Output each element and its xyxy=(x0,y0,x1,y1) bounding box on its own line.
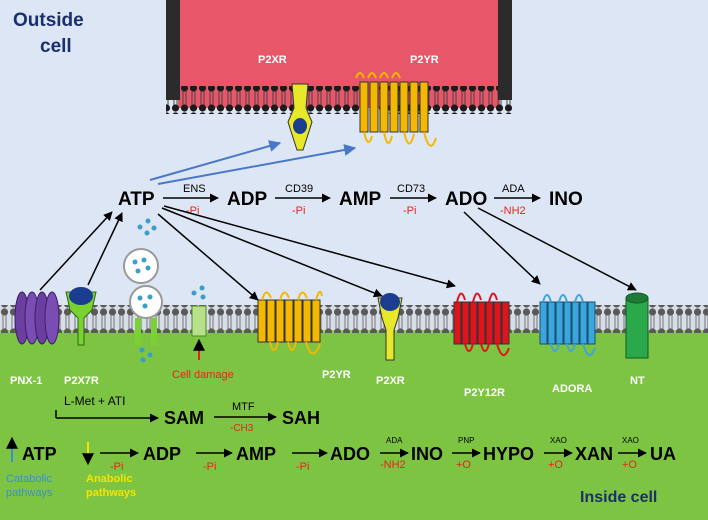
ext-adp: ADP xyxy=(227,189,267,210)
int-ado: ADO xyxy=(330,444,370,464)
anabolic-label: Anabolic xyxy=(86,473,132,485)
int-pnp: PNP xyxy=(458,436,474,445)
int-pi2: -Pi xyxy=(203,461,216,473)
int-ino: INO xyxy=(411,444,443,464)
int-adp: ADP xyxy=(143,444,181,464)
int-xan: XAN xyxy=(575,444,613,464)
catabolic-label-2: pathways xyxy=(6,487,53,499)
top-cell xyxy=(166,0,512,114)
p2yr-label: P2YR xyxy=(322,369,351,381)
p2y12r-label: P2Y12R xyxy=(464,387,505,399)
p2xr-membrane-receptor xyxy=(377,293,403,361)
int-pi3: -Pi xyxy=(296,461,309,473)
nt-label: NT xyxy=(630,375,645,387)
pnx-1-channel xyxy=(14,291,60,345)
inside-cell-label: Inside cell xyxy=(580,489,657,506)
ada-nh2: -NH2 xyxy=(500,205,526,217)
ext-atp: ATP xyxy=(118,189,155,210)
cd73-pi: -Pi xyxy=(403,205,416,217)
top-p2xr-label: P2XR xyxy=(258,54,287,66)
int-ua: UA xyxy=(650,444,676,464)
int-xao1: XAO xyxy=(550,436,567,445)
adora-receptor xyxy=(539,294,596,356)
int-hypo: HYPO xyxy=(483,444,534,464)
top-p2xr-receptor xyxy=(287,83,313,151)
int-o1: +O xyxy=(456,459,471,471)
outside-cell-label-2: cell xyxy=(40,36,72,57)
int-ada: ADA xyxy=(386,436,403,445)
p2yr-membrane-receptor xyxy=(257,290,323,355)
ens-label: ENS xyxy=(183,183,206,195)
ext-ino: INO xyxy=(549,189,583,210)
cd73-label: CD73 xyxy=(397,183,425,195)
p2x7r-label: P2X7R xyxy=(64,375,99,387)
nt-transporter xyxy=(625,292,649,359)
arrow-atp-p2xr xyxy=(149,140,282,181)
lmet-label: L-Met + ATI xyxy=(64,394,125,408)
p2y12r-receptor xyxy=(453,292,510,356)
p2xr-label: P2XR xyxy=(376,375,405,387)
int-atp: ATP xyxy=(22,444,57,464)
mtf-label: MTF xyxy=(232,401,255,413)
int-nh2: -NH2 xyxy=(380,459,406,471)
catabolic-label: Catabolic xyxy=(6,473,52,485)
int-sah: SAH xyxy=(282,408,320,428)
ext-ado: ADO xyxy=(445,189,487,210)
arrow-atp-p2yr xyxy=(157,144,357,185)
int-pi1: -Pi xyxy=(110,461,123,473)
ext-amp: AMP xyxy=(339,189,382,210)
top-p2yr-receptor xyxy=(355,72,437,147)
cd39-label: CD39 xyxy=(285,183,313,195)
mtf-ch3: -CH3 xyxy=(230,423,254,434)
int-sam: SAM xyxy=(164,408,204,428)
atp-vesicles xyxy=(123,218,206,363)
int-xao2: XAO xyxy=(622,436,639,445)
p2x7r-receptor xyxy=(65,287,97,346)
ens-pi: -Pi xyxy=(186,205,199,217)
top-p2yr-label: P2YR xyxy=(410,54,439,66)
anabolic-label-2: pathways xyxy=(86,487,136,499)
outside-cell-label: Outside xyxy=(13,10,84,31)
int-o3: +O xyxy=(622,459,637,471)
cell-damage-label: Cell damage xyxy=(172,369,234,381)
pnx1-label: PNX-1 xyxy=(10,375,42,387)
int-o2: +O xyxy=(548,459,563,471)
cd39-pi: -Pi xyxy=(292,205,305,217)
ada-label: ADA xyxy=(502,183,525,195)
adora-label: ADORA xyxy=(552,383,592,395)
int-amp: AMP xyxy=(236,444,276,464)
inside-region xyxy=(0,330,708,520)
cell-damage-pore xyxy=(191,305,207,360)
